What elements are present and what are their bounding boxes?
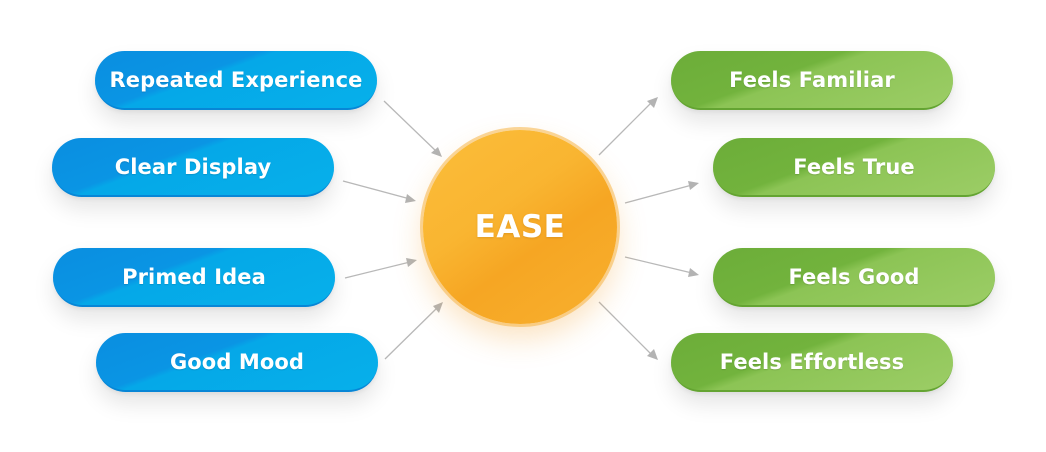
input-node-primed-idea: Primed Idea bbox=[53, 248, 335, 307]
input-node-label: Clear Display bbox=[114, 154, 272, 179]
arrow-clear-display-to-ease bbox=[342, 180, 416, 203]
arrow-ease-to-feels-effortless bbox=[598, 301, 658, 360]
center-node-label: EASE bbox=[474, 209, 566, 245]
output-node-label: Feels Effortless bbox=[719, 349, 905, 374]
output-node-feels-good: Feels Good bbox=[713, 248, 995, 307]
input-node-label: Primed Idea bbox=[122, 264, 266, 289]
input-node-label: Repeated Experience bbox=[109, 67, 363, 92]
arrow-ease-to-feels-good bbox=[624, 256, 699, 277]
output-node-label: Feels Familiar bbox=[729, 67, 895, 92]
input-node-good-mood: Good Mood bbox=[96, 333, 378, 392]
input-node-repeated-experience: Repeated Experience bbox=[95, 51, 377, 110]
output-node-feels-effortless: Feels Effortless bbox=[671, 333, 953, 392]
arrow-ease-to-feels-familiar bbox=[598, 97, 658, 156]
input-node-label: Good Mood bbox=[169, 349, 305, 374]
arrow-repeated-experience-to-ease bbox=[383, 100, 442, 157]
output-node-feels-familiar: Feels Familiar bbox=[671, 51, 953, 110]
output-node-label: Feels Good bbox=[788, 264, 920, 289]
output-node-feels-true: Feels True bbox=[713, 138, 995, 197]
arrow-primed-idea-to-ease bbox=[344, 258, 417, 279]
arrow-good-mood-to-ease bbox=[384, 302, 443, 360]
arrow-ease-to-feels-true bbox=[624, 181, 699, 204]
center-node-ease: EASE bbox=[423, 130, 617, 324]
output-node-label: Feels True bbox=[793, 154, 915, 179]
input-node-clear-display: Clear Display bbox=[52, 138, 334, 197]
